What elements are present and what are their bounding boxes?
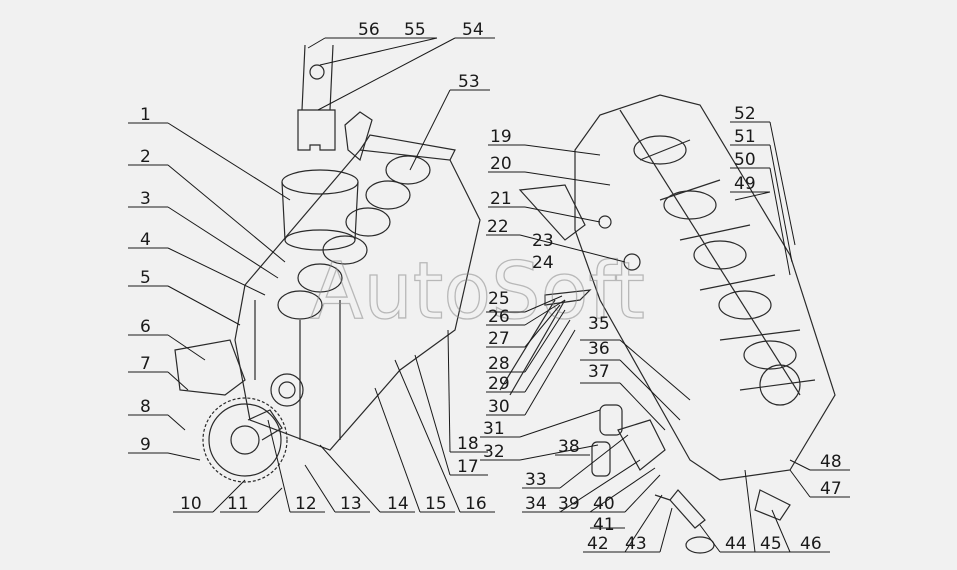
callout-56: 56 [358, 20, 380, 40]
callout-36: 36 [588, 339, 610, 359]
leader-lines [128, 37, 850, 553]
callout-10: 10 [180, 494, 202, 514]
callout-9: 9 [140, 435, 151, 455]
callout-2: 2 [140, 147, 151, 167]
callout-12: 12 [295, 494, 317, 514]
callout-19: 19 [490, 127, 512, 147]
callout-labels: 1 2 3 4 5 6 7 8 9 10 11 12 13 14 15 16 1… [140, 20, 842, 554]
callout-52: 52 [734, 104, 756, 124]
callout-33: 33 [525, 470, 547, 490]
callout-31: 31 [483, 419, 505, 439]
callout-27: 27 [488, 329, 510, 349]
callout-48: 48 [820, 452, 842, 472]
callout-50: 50 [734, 150, 756, 170]
callout-5: 5 [140, 268, 151, 288]
callout-40: 40 [593, 494, 615, 514]
callout-1: 1 [140, 105, 151, 125]
callout-46: 46 [800, 534, 822, 554]
callout-25: 25 [488, 289, 510, 309]
callout-49: 49 [734, 174, 756, 194]
callout-47: 47 [820, 479, 842, 499]
callout-45: 45 [760, 534, 782, 554]
callout-51: 51 [734, 127, 756, 147]
callout-30: 30 [488, 397, 510, 417]
right-cylinder-block [518, 94, 836, 554]
callout-22: 22 [487, 217, 509, 237]
callout-29: 29 [488, 374, 510, 394]
callout-53: 53 [458, 72, 480, 92]
callout-4: 4 [140, 230, 151, 250]
callout-28: 28 [488, 354, 510, 374]
watermark-text: AutoSoft [310, 247, 645, 337]
callout-18: 18 [457, 434, 479, 454]
left-cylinder-block [174, 134, 481, 451]
callout-37: 37 [588, 362, 610, 382]
callout-39: 39 [558, 494, 580, 514]
callout-42: 42 [587, 534, 609, 554]
callout-43: 43 [625, 534, 647, 554]
callout-34: 34 [525, 494, 547, 514]
callout-16: 16 [465, 494, 487, 514]
callout-23: 23 [532, 231, 554, 251]
callout-38: 38 [558, 437, 580, 457]
callout-7: 7 [140, 354, 151, 374]
callout-20: 20 [490, 154, 512, 174]
callout-21: 21 [490, 189, 512, 209]
callout-24: 24 [532, 253, 554, 273]
oil-pipe-assembly [499, 289, 671, 501]
callout-14: 14 [387, 494, 409, 514]
callout-8: 8 [140, 397, 151, 417]
callout-26: 26 [488, 307, 510, 327]
callout-55: 55 [404, 20, 426, 40]
callout-17: 17 [457, 457, 479, 477]
callout-13: 13 [340, 494, 362, 514]
callout-32: 32 [483, 442, 505, 462]
callout-35: 35 [588, 314, 610, 334]
callout-3: 3 [140, 189, 151, 209]
callout-6: 6 [140, 317, 151, 337]
callout-44: 44 [725, 534, 747, 554]
callout-11: 11 [227, 494, 249, 514]
callout-41: 41 [593, 515, 615, 535]
callout-15: 15 [425, 494, 447, 514]
piston-liner [281, 44, 373, 251]
timing-gear [202, 397, 288, 483]
callout-54: 54 [462, 20, 484, 40]
